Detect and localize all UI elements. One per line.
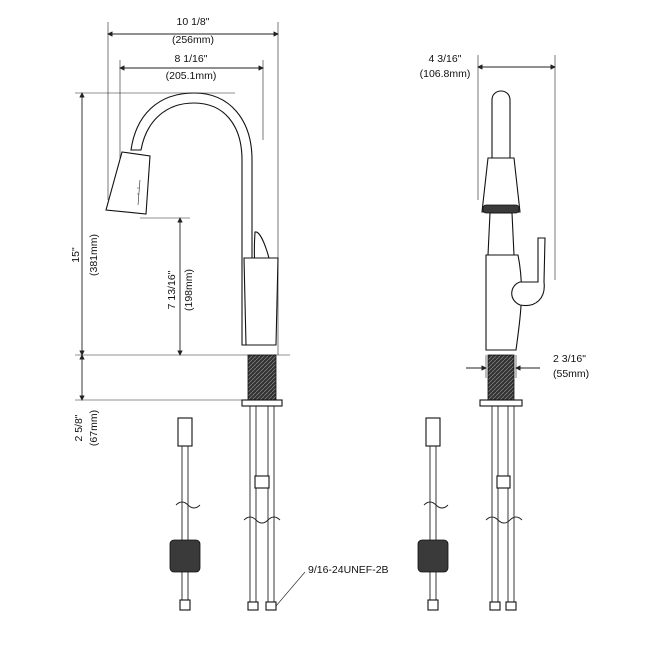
base-diameter-imperial: 2 3/16" bbox=[553, 353, 586, 365]
spout-height-metric: (198mm) bbox=[183, 269, 195, 311]
total-width-imperial: 10 1/8" bbox=[177, 16, 210, 28]
front-view: 10 1/8" (256mm) 8 1/16" (205.1mm) 15" (3… bbox=[70, 16, 389, 611]
faucet-base bbox=[243, 257, 279, 346]
height-metric: (381mm) bbox=[88, 234, 100, 276]
base-diameter-metric: (55mm) bbox=[553, 368, 589, 380]
spray-head bbox=[105, 151, 151, 215]
spout-reach-metric: (205.1mm) bbox=[166, 70, 217, 82]
spout-reach-imperial: 8 1/16" bbox=[175, 53, 208, 65]
side-handle bbox=[511, 237, 546, 307]
spout-height-imperial: 7 13/16" bbox=[166, 270, 178, 309]
below-deck-imperial: 2 5/8" bbox=[73, 414, 85, 441]
side-base bbox=[485, 254, 523, 351]
side-depth-imperial: 4 3/16" bbox=[429, 53, 462, 65]
threaded-shank bbox=[247, 354, 277, 404]
side-view: 4 3/16" (106.8mm) 2 3/16" (55mm) bbox=[417, 53, 589, 611]
total-width-metric: (256mm) bbox=[172, 34, 214, 46]
side-threaded-shank bbox=[487, 354, 515, 404]
side-spray-head bbox=[481, 157, 521, 213]
faucet-spout bbox=[130, 92, 253, 346]
quick-connector bbox=[177, 417, 193, 447]
side-depth-metric: (106.8mm) bbox=[420, 68, 471, 80]
hose-weight bbox=[169, 539, 201, 573]
side-spout bbox=[491, 90, 511, 161]
height-imperial: 15" bbox=[70, 247, 82, 263]
below-deck-metric: (67mm) bbox=[88, 410, 100, 446]
thread-label: 9/16-24UNEF-2B bbox=[308, 564, 389, 576]
